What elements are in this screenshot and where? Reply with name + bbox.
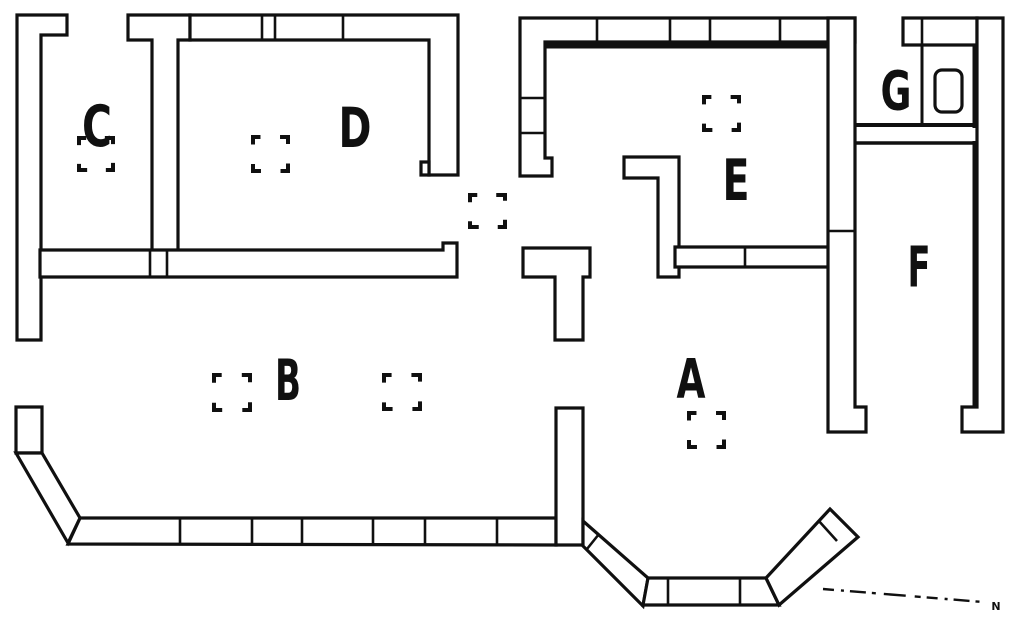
e-inner-l-wall <box>622 155 681 279</box>
d-right-wall-foot <box>419 160 431 177</box>
a-left-vertical-wall <box>554 406 585 547</box>
g-top-wall <box>901 16 979 47</box>
e-bottom-wall <box>673 245 834 269</box>
a-bay-bottom-wall <box>641 576 782 607</box>
cd-bottom-corridor-wall <box>38 241 459 279</box>
b-bay-diagonal-wall <box>13 451 82 547</box>
b-bay-stub-wall <box>14 405 44 455</box>
room-label-C: C <box>82 94 112 160</box>
room-label-G: G <box>881 60 912 123</box>
wall-joint <box>817 519 838 542</box>
room-label-D: D <box>339 96 372 160</box>
hall-pillar-wall <box>521 246 592 342</box>
north-label: N <box>991 600 1000 613</box>
left-outer-wall <box>15 13 69 342</box>
center-vertical-wall <box>826 16 868 434</box>
north-dashed-line <box>822 587 984 604</box>
a-bay-right-diagonal <box>764 506 861 608</box>
right-outer-wall <box>960 16 1005 434</box>
room-label-B: B <box>275 348 301 414</box>
room-label-F: F <box>908 235 931 300</box>
room-label-E: E <box>723 148 750 214</box>
g-room-fixture <box>933 68 964 114</box>
room-label-A: A <box>677 348 706 411</box>
wall-joint <box>585 533 601 550</box>
b-bottom-wall <box>65 516 558 547</box>
